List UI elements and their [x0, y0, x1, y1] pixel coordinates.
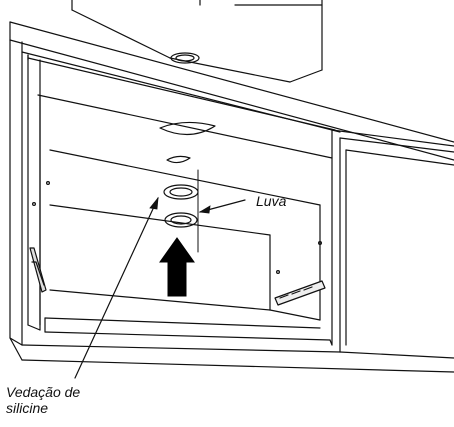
ceiling-surface	[9, 21, 454, 161]
chimney-duct-cover	[71, 0, 323, 83]
upward-arrow-icon	[159, 237, 195, 297]
duct-ring-lower	[164, 212, 198, 228]
luva-label-text: Luva	[256, 193, 287, 209]
cabinet-right-door	[331, 129, 454, 359]
top-duct-port	[170, 52, 200, 64]
hood-recess	[159, 121, 216, 164]
screw-holes	[31, 181, 323, 275]
luva-label: Luva	[256, 193, 286, 209]
luva-leader-arrowhead	[198, 205, 211, 214]
vedacao-label: Vedação de silicine	[6, 384, 80, 416]
duct-ring-upper	[163, 184, 199, 200]
vedacao-label-line2: silicine	[6, 400, 49, 416]
cabinet-left-panel	[9, 39, 41, 346]
vedacao-leader-line	[74, 197, 159, 379]
left-latch	[29, 247, 47, 293]
vedacao-leader-arrowhead	[149, 196, 159, 210]
vedacao-label-line1: Vedação de	[6, 384, 81, 400]
cabinet-interior	[27, 54, 336, 346]
bottom-frame	[9, 317, 454, 373]
right-latch	[274, 280, 326, 306]
